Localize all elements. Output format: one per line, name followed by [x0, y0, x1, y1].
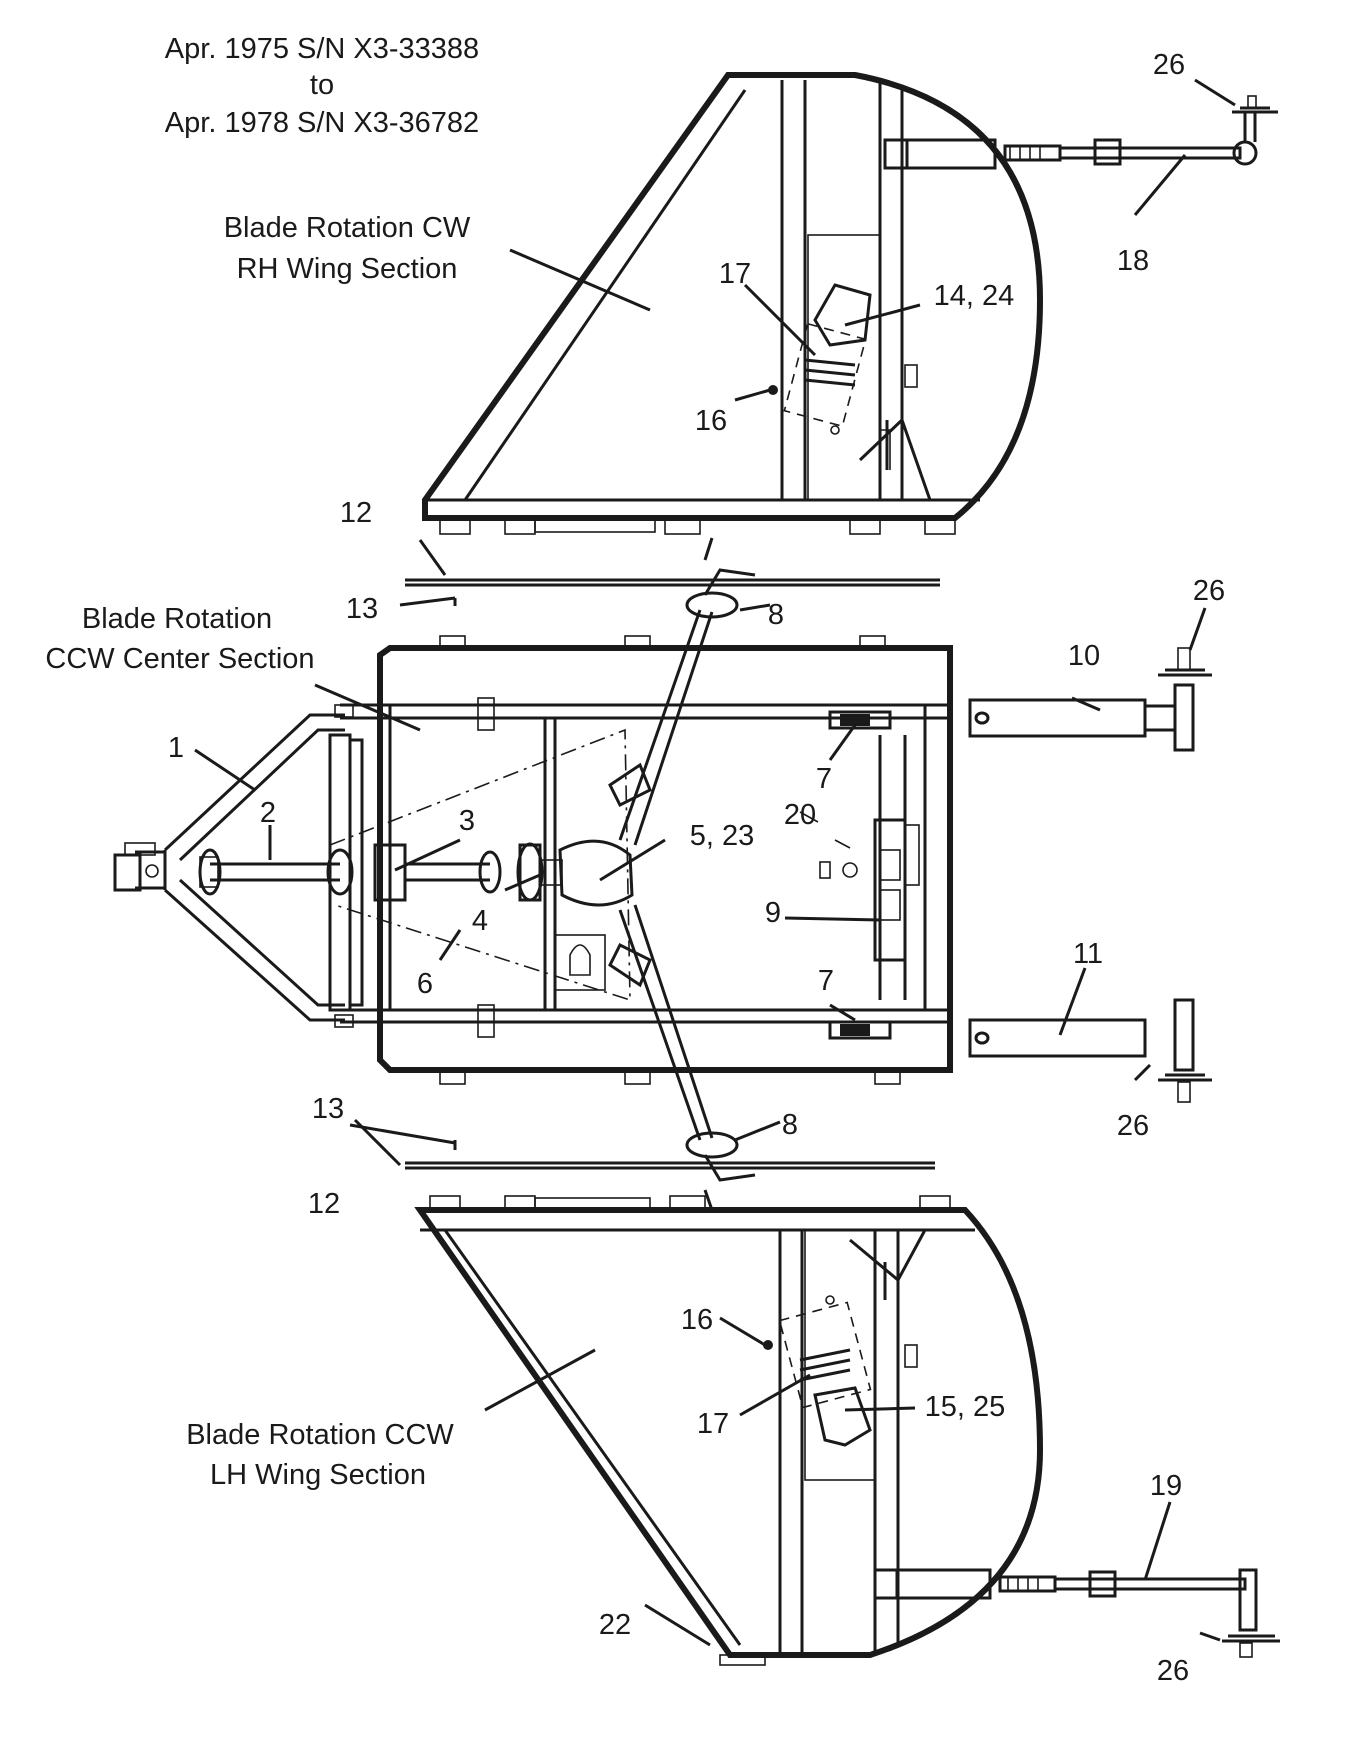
callout-7-upper: 7 [816, 763, 832, 795]
callout-numbers: 1 2 3 4 5, 23 6 7 7 8 8 9 10 11 12 12 13… [168, 49, 1225, 1687]
callout-13-upper: 13 [346, 593, 378, 625]
callout-11: 11 [1073, 938, 1103, 970]
callout-12-lower: 12 [308, 1188, 340, 1220]
callout-20: 20 [784, 799, 816, 831]
tongue-hitch [113, 704, 364, 1028]
lh-wing-arm [998, 1568, 1280, 1658]
rh-wing-label-2: RH Wing Section [237, 253, 458, 285]
center-section [329, 635, 953, 1085]
callout-10: 10 [1068, 640, 1100, 672]
leader-lines [194, 78, 1236, 1647]
rh-wing-section [422, 72, 1044, 535]
callout-19: 19 [1150, 1470, 1182, 1502]
callout-7-lower: 7 [818, 965, 834, 997]
callout-8-upper: 8 [768, 599, 784, 631]
callout-26-center-upper: 26 [1193, 575, 1225, 607]
drive-line [198, 839, 634, 907]
center-label-2: CCW Center Section [45, 643, 314, 675]
callout-13-lower: 13 [312, 1093, 344, 1125]
callout-9: 9 [765, 897, 781, 929]
callout-5-23: 5, 23 [690, 820, 755, 852]
callout-16-lower: 16 [681, 1304, 713, 1336]
lh-wing-label-2: LH Wing Section [210, 1459, 426, 1491]
callout-1: 1 [168, 732, 184, 764]
callout-4: 4 [472, 905, 488, 937]
callout-17-upper: 17 [719, 258, 751, 290]
callout-6: 6 [417, 968, 433, 1000]
callout-17-lower: 17 [697, 1408, 729, 1440]
wing-drive-shafts [608, 537, 756, 1211]
callout-16-upper: 16 [695, 405, 727, 437]
callout-18: 18 [1117, 245, 1149, 277]
callout-14-24: 14, 24 [934, 280, 1015, 312]
rh-wing-arm [1003, 95, 1278, 166]
center-label-1: Blade Rotation [82, 603, 272, 635]
rh-wing-label-1: Blade Rotation CW [224, 212, 471, 244]
callout-26-center-lower: 26 [1117, 1110, 1149, 1142]
lh-wing-section [414, 1195, 1044, 1666]
serial-start: Apr. 1975 S/N X3-33388 [165, 33, 479, 65]
callout-12-upper: 12 [340, 497, 372, 529]
tail-arm-11 [968, 998, 1212, 1103]
callout-8-lower: 8 [782, 1109, 798, 1141]
serial-range-note: Apr. 1975 S/N X3-33388 to Apr. 1978 S/N … [165, 33, 479, 139]
callout-2: 2 [260, 797, 276, 829]
callout-26-bottom: 26 [1157, 1655, 1189, 1687]
serial-end: Apr. 1978 S/N X3-36782 [165, 107, 479, 139]
tail-arm-10 [968, 647, 1212, 752]
section-labels: Blade Rotation CW RH Wing Section Blade … [45, 212, 471, 1491]
callout-26-top: 26 [1153, 49, 1185, 81]
callout-15-25: 15, 25 [925, 1391, 1006, 1423]
callout-3: 3 [459, 805, 475, 837]
callout-22: 22 [599, 1609, 631, 1641]
serial-to: to [310, 69, 334, 101]
lh-wing-label-1: Blade Rotation CCW [186, 1419, 454, 1451]
shim-bars [405, 578, 940, 1170]
